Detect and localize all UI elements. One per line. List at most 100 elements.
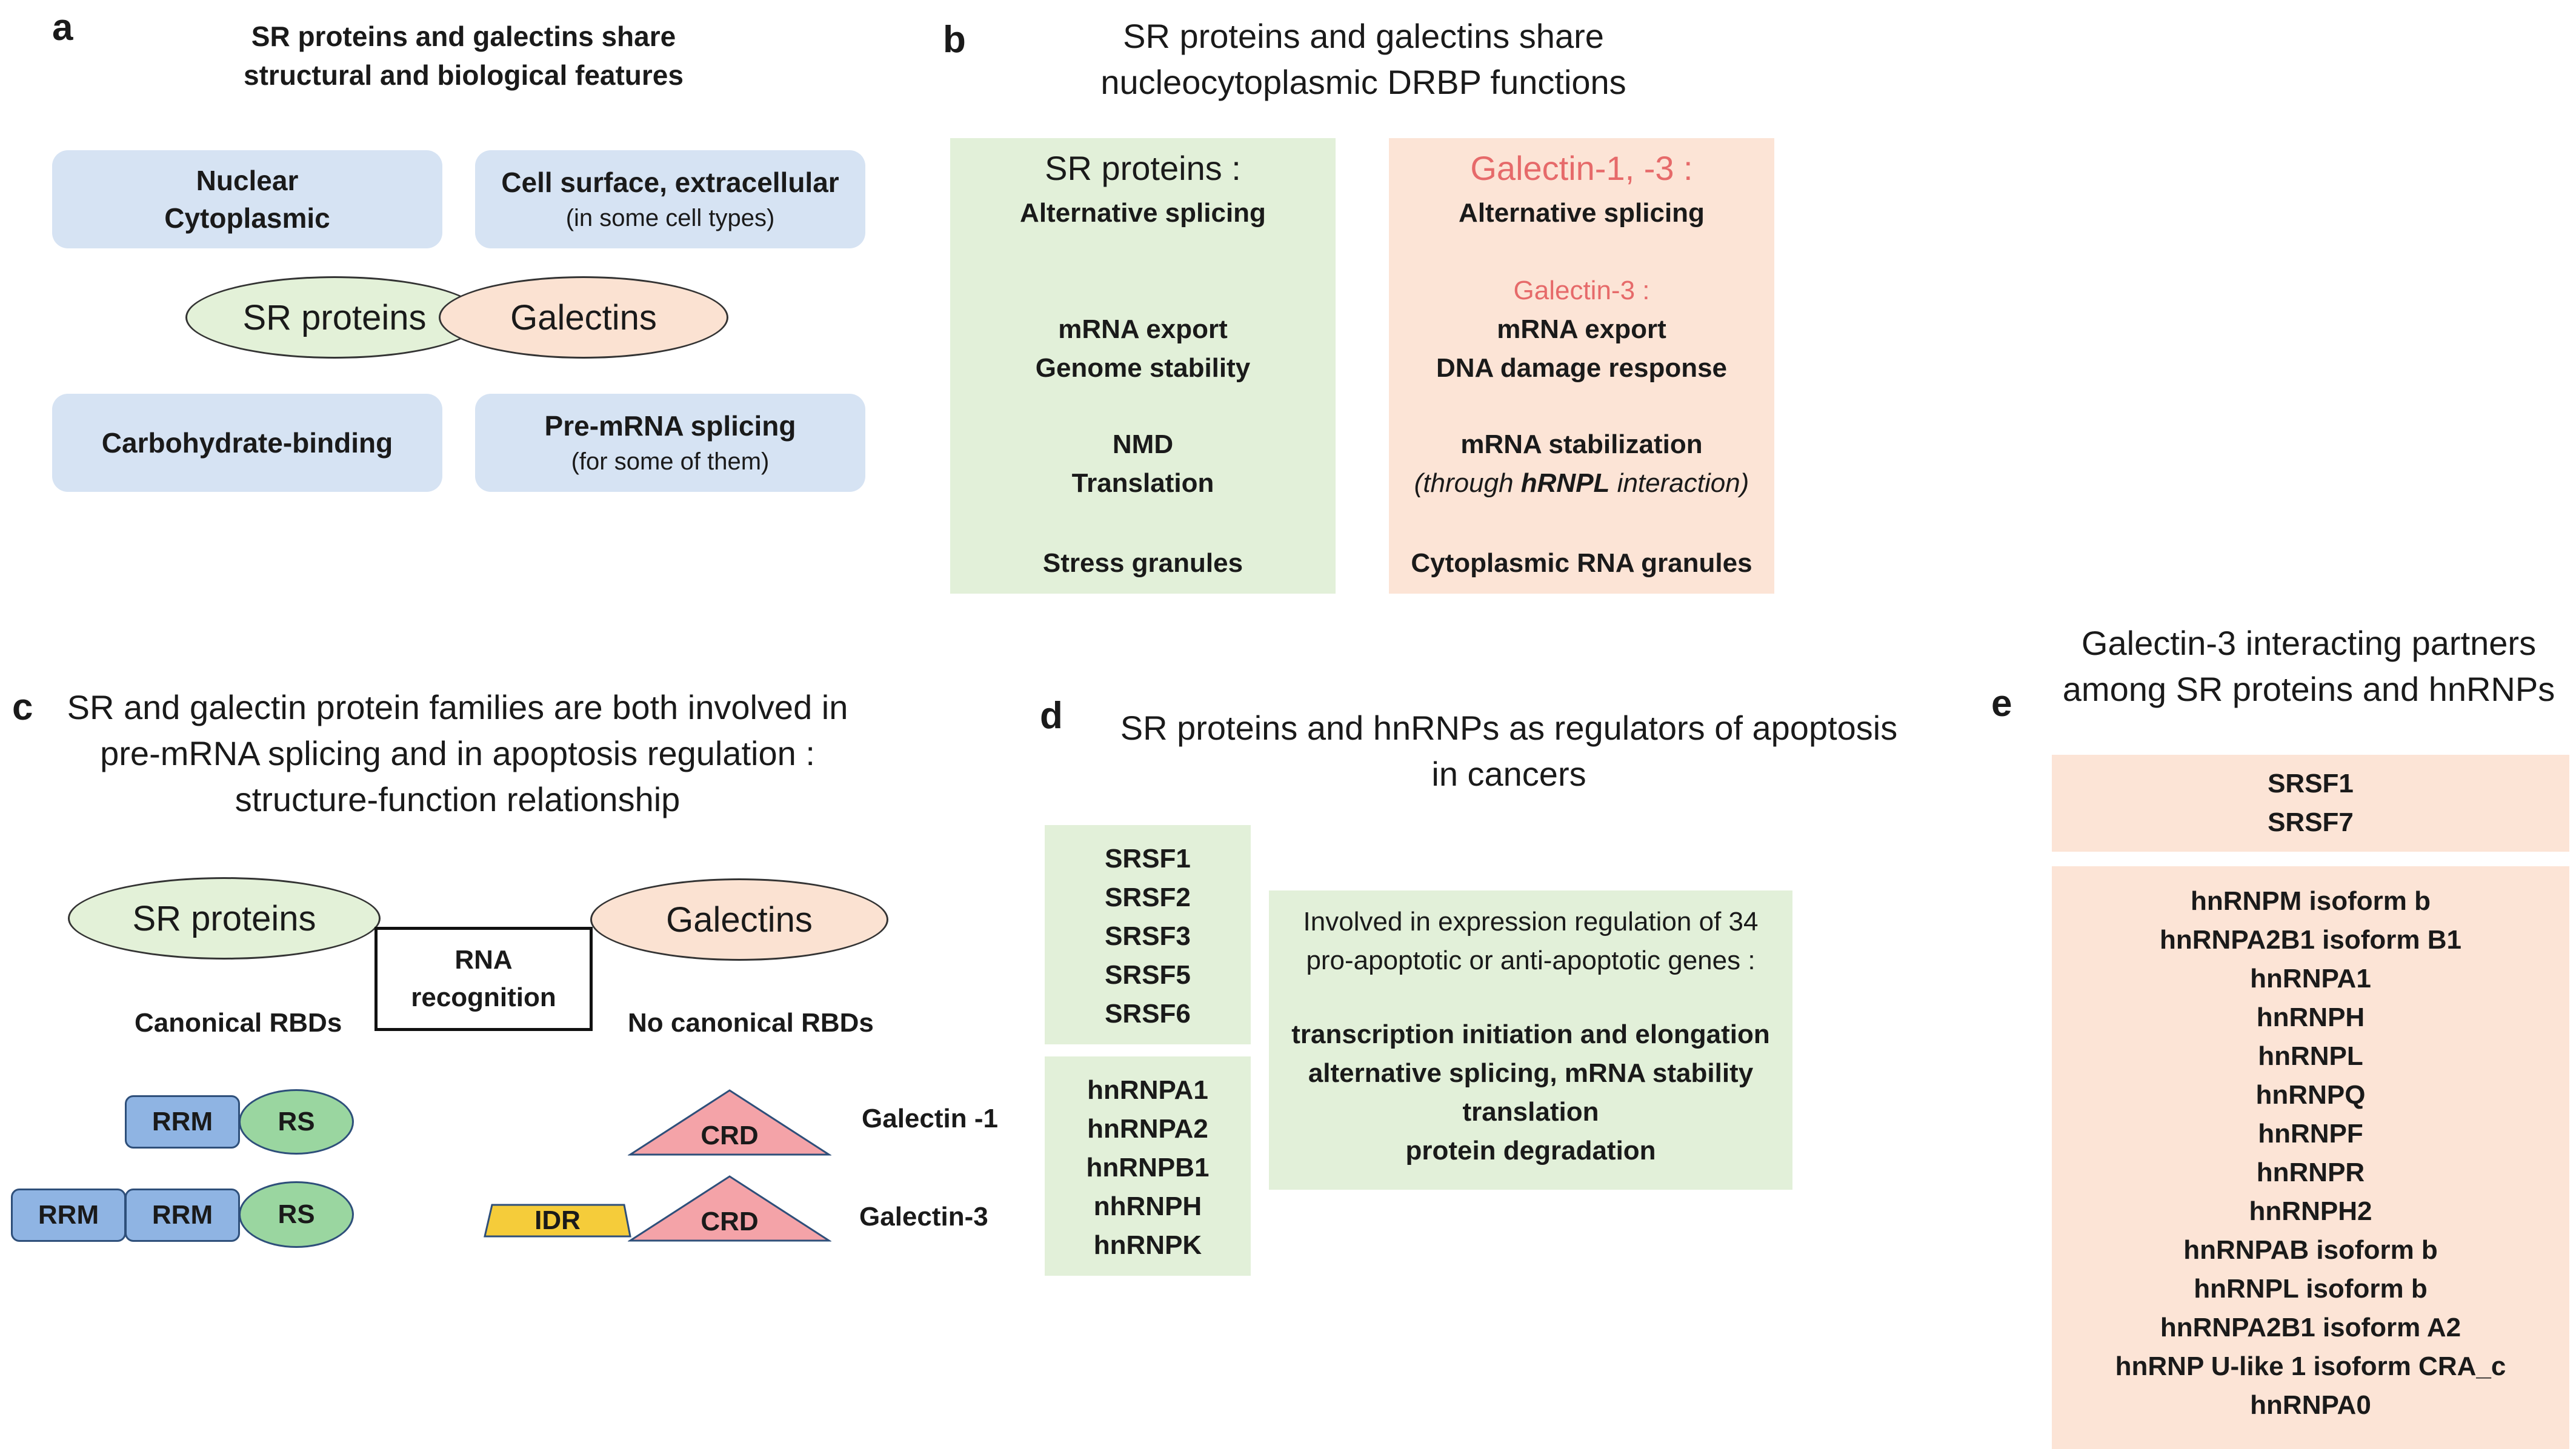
panel-d-title: SR proteins and hnRNPs as regulators of …: [1091, 705, 1927, 797]
domain-label: RRM: [38, 1200, 99, 1230]
galectin3-hnrnp-partners: hnRNPM isoform b hnRNPA2B1 isoform B1 hn…: [2052, 866, 2569, 1449]
hnrnp-item: hnRNPK: [1093, 1230, 1202, 1260]
sr-function-item: Stress granules: [1042, 548, 1243, 578]
hnrnp-partner-item: hnRNP U-like 1 isoform CRA_c: [2115, 1351, 2506, 1381]
hnrnp-partner-item: hnRNPR: [2256, 1158, 2365, 1187]
panel-e-title-line: among SR proteins and hnRNPs: [2062, 670, 2555, 708]
hnrnp-partner-item: hnRNPH: [2256, 1003, 2365, 1032]
ellipse-label: SR proteins: [132, 898, 316, 938]
regulation-item: protein degradation: [1405, 1136, 1656, 1166]
galectin-function-item: Cytoplasmic RNA granules: [1411, 548, 1752, 578]
panel-b-title-line: SR proteins and galectins share: [1123, 17, 1604, 55]
sr-protein-item: SRSF5: [1105, 960, 1191, 990]
box-label: Cell surface, extracellular: [501, 167, 839, 198]
hnrnp-item: hnRNPA1: [1087, 1075, 1208, 1105]
galectin3-heading: Galectin-3 :: [1513, 276, 1650, 305]
note-text: (through: [1414, 468, 1521, 498]
rna-box-label: RNA: [454, 945, 513, 975]
ellipse-galectins-a: Galectins: [439, 276, 728, 359]
sr-function-item: Genome stability: [1035, 353, 1251, 383]
domain-label: RRM: [151, 1107, 213, 1136]
regulation-intro: pro-apoptotic or anti-apoptotic genes :: [1306, 946, 1756, 975]
hnrnp-partner-item: hnRNPM isoform b: [2191, 886, 2431, 916]
hnrnp-partner-item: hnRNPAB isoform b: [2183, 1235, 2438, 1265]
hnrnp-apoptosis-list: hnRNPA1 hnRNPA2 hnRNPB1 nhRNPH hnRNPK: [1045, 1056, 1251, 1276]
note-text: interaction): [1609, 468, 1749, 498]
crd-domain-galectin3: [628, 1175, 831, 1242]
panel-e-title-line: Galectin-3 interacting partners: [2081, 624, 2537, 662]
galectin-function-item: DNA damage response: [1436, 353, 1728, 383]
sr-function-item: mRNA export: [1058, 314, 1228, 344]
galectin-function-item: mRNA export: [1497, 314, 1666, 344]
galectin-functions-heading: Galectin-1, -3 :: [1470, 149, 1693, 187]
rrm-domain: RRM: [11, 1189, 126, 1242]
galectin1-label: Galectin -1: [862, 1104, 998, 1133]
crd-triangle: [628, 1175, 831, 1242]
galectin-function-item: Alternative splicing: [1459, 198, 1705, 228]
hnrnp-item: hnRNPA2: [1087, 1114, 1208, 1144]
sr-function-item: NMD: [1112, 429, 1174, 459]
panel-e-title: Galectin-3 interacting partners among SR…: [2048, 620, 2569, 712]
canonical-rbds-label: Canonical RBDs: [135, 1008, 342, 1038]
regulation-item: translation: [1462, 1097, 1599, 1127]
box-cell-surface: Cell surface, extracellular (in some cel…: [475, 150, 865, 248]
sr-functions-box: SR proteins : Alternative splicing mRNA …: [950, 138, 1336, 594]
box-sublabel: (for some of them): [571, 448, 770, 475]
panel-c-title-line: pre-mRNA splicing and in apoptosis regul…: [100, 734, 815, 772]
hnrnp-partner-item: hnRNPA1: [2250, 964, 2371, 993]
panel-c-letter: c: [12, 686, 33, 728]
regulation-item: alternative splicing, mRNA stability: [1308, 1058, 1754, 1088]
panel-d-title-line: in cancers: [1431, 755, 1586, 793]
sr-protein-item: SRSF1: [1105, 844, 1191, 874]
domain-label: RRM: [151, 1200, 213, 1230]
panel-b-title: SR proteins and galectins share nucleocy…: [1030, 13, 1697, 105]
panel-d-letter: d: [1040, 695, 1063, 737]
crd-triangle: [628, 1089, 831, 1156]
ellipse-label: Galectins: [510, 297, 657, 337]
hnrnp-partner-item: hnRNPL: [2258, 1041, 2363, 1071]
ellipse-sr-proteins-c: SR proteins: [68, 877, 381, 960]
hnrnp-partner-item: hnRNPF: [2258, 1119, 2363, 1149]
sr-function-item: Alternative splicing: [1020, 198, 1266, 228]
hnrnp-partner-item: hnRNPA0: [2250, 1390, 2371, 1420]
panel-c-title: SR and galectin protein families are bot…: [48, 685, 867, 823]
sr-protein-item: SRSF2: [1105, 883, 1191, 912]
rs-domain: RS: [239, 1089, 354, 1155]
hnrnp-partner-item: hnRNPA2B1 isoform A2: [2160, 1313, 2461, 1342]
domain-label: RS: [278, 1107, 315, 1136]
idr-label: IDR: [534, 1205, 581, 1235]
panel-a-title: SR proteins and galectins share structur…: [212, 17, 715, 94]
ellipse-galectins-c: Galectins: [590, 878, 888, 961]
ellipse-sr-proteins-a: SR proteins: [185, 276, 484, 359]
box-pre-mrna-splicing: Pre-mRNA splicing (for some of them): [475, 394, 865, 492]
box-label: Cytoplasmic: [164, 202, 330, 234]
sr-functions-heading: SR proteins :: [1045, 149, 1241, 187]
panel-b-title-line: nucleocytoplasmic DRBP functions: [1100, 63, 1626, 101]
idr-shape: [484, 1204, 631, 1238]
box-sublabel: (in some cell types): [565, 205, 775, 231]
panel-c-title-line: SR and galectin protein families are bot…: [67, 688, 848, 726]
panel-b-letter: b: [943, 19, 966, 61]
domain-label: RS: [278, 1199, 315, 1229]
panel-a-title-line: SR proteins and galectins share: [251, 21, 676, 52]
idr-domain: [484, 1204, 631, 1238]
ellipse-label: SR proteins: [242, 297, 427, 337]
sr-protein-item: SRSF3: [1105, 921, 1191, 951]
crd-domain-galectin1: [628, 1089, 831, 1156]
note-hrnpl: hRNPL: [1520, 468, 1610, 498]
rs-domain: RS: [239, 1181, 354, 1248]
hrnpl-note: (through hRNPL interaction): [1389, 464, 1774, 503]
sr-apoptosis-list: SRSF1 SRSF2 SRSF3 SRSF5 SRSF6: [1045, 825, 1251, 1044]
sr-protein-item: SRSF6: [1105, 999, 1191, 1029]
rrm-domain: RRM: [125, 1189, 240, 1242]
box-nuclear-cytoplasmic: Nuclear Cytoplasmic: [52, 150, 442, 248]
panel-c-title-line: structure-function relationship: [235, 780, 681, 818]
regulation-item: transcription initiation and elongation: [1291, 1020, 1770, 1049]
panel-a-letter: a: [52, 7, 73, 48]
box-carbohydrate-binding: Carbohydrate-binding: [52, 394, 442, 492]
hnrnp-partner-item: hnRNPA2B1 isoform B1: [2160, 925, 2461, 955]
hnrnp-partner-item: hnRNPQ: [2255, 1080, 2366, 1110]
box-label: Pre-mRNA splicing: [544, 410, 796, 442]
rna-recognition-box: RNA recognition: [374, 927, 593, 1031]
apoptosis-regulation-box: Involved in expression regulation of 34 …: [1269, 890, 1792, 1190]
